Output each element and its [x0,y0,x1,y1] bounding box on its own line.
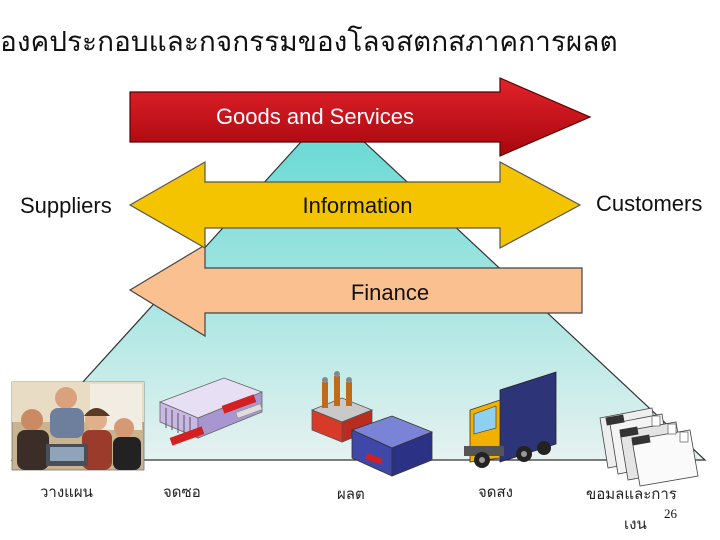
planning-team-photo-icon [11,381,145,471]
stage-label-delivery: จดสง [478,483,514,501]
information-finance-documents-icon [599,407,699,487]
customers-label: Customers [596,191,703,216]
slide-title: องคประกอบและกจกรรมของโลจสตกสภาคการผลต [0,25,618,58]
suppliers-label: Suppliers [20,193,112,218]
stage-label-purchasing: จดซอ [163,483,201,501]
finance-flow-arrow [128,243,583,338]
stage-label-planning: วางแผน [40,483,93,501]
information-flow-arrow [128,160,582,250]
finance-label: Finance [350,280,430,305]
delivery-truck-icon [464,371,557,468]
information-label: Information [302,193,413,218]
factory-production-icon [310,371,434,477]
stage-label-info-finance-line2: เงน [624,515,647,533]
purchasing-materials-icon [158,377,264,446]
goods-and-services-label: Goods and Services [215,104,415,129]
stage-label-production: ผลต [337,485,365,503]
stage-label-info-finance: ขอมลและการ [586,485,677,503]
page-number: 26 [664,506,677,521]
goods-and-services-flow-arrow [129,77,592,157]
